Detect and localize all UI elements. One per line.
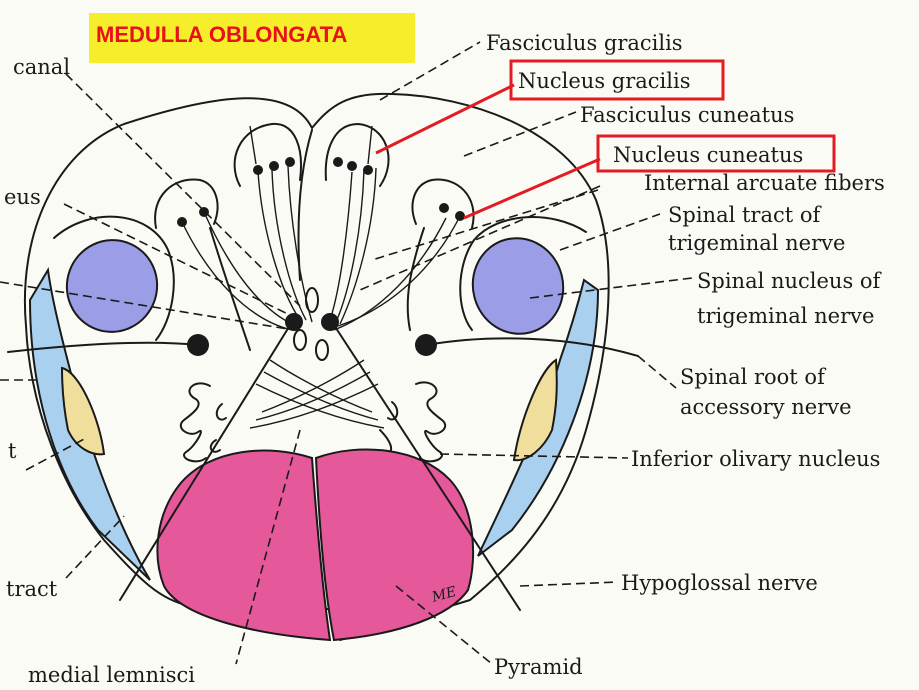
label-t: t [8,439,17,463]
leader-line [638,356,676,388]
leader-line [464,112,576,156]
pyramid-right [316,449,473,640]
nucleus-gracilis-dot [347,161,357,171]
reticular-oval [316,340,328,360]
gracilis-region-right [326,124,389,186]
cuneatus-curve-left [210,228,250,350]
leader-line [372,190,598,260]
trigeminal-nucleus-right [462,228,574,344]
nucleus-gracilis-pointer [376,85,514,153]
nucleus-cuneatus-dot [177,217,187,227]
label-hypoglossal-nerve: Hypoglossal nerve [621,571,818,595]
olivary-nucleus-right [416,382,445,461]
arcuate-fiber [258,172,300,320]
nucleus-gracilis-dot [363,165,373,175]
nucleus-gracilis-dot [253,165,263,175]
label-spinal-tract-line1: Spinal tract of [668,203,822,227]
nucleus-gracilis-dot [333,157,343,167]
leader-line [520,582,618,586]
olivary-nucleus-left-inner [211,404,226,452]
nucleus-cuneatus-pointer [464,159,600,218]
label-medial-lemnisci: medial lemnisci [28,663,195,687]
label-nucleus-gracilis: Nucleus gracilis [518,69,690,93]
leader-line [560,214,660,250]
label-inferior-olivary-nucleus: Inferior olivary nucleus [631,447,880,471]
trigeminal-nucleus-left [54,227,170,344]
gracilis-region-left [235,124,301,186]
diagram-title: MEDULLA OBLONGATA [96,22,347,47]
label-fasciculus-cuneatus: Fasciculus cuneatus [580,103,794,127]
label-internal-arcuate-fibers: Internal arcuate fibers [644,171,885,195]
nucleus-cuneatus-dot [199,207,209,217]
label-spinal-root-line1: Spinal root of [680,365,827,389]
cuneatus-curve-right [408,228,424,330]
olivary-nucleus-left [181,383,210,461]
label-spinal-nucleus-line2: trigeminal nerve [697,304,874,328]
label-tract: tract [6,577,58,601]
nucleus-gracilis-dot [269,161,279,171]
central-canal [306,288,318,312]
arcuate-fiber [250,126,256,164]
reticular-oval [294,330,306,350]
nucleus-cuneatus-dot [455,211,465,221]
label-spinal-root-line2: accessory nerve [680,395,852,419]
arcuate-fiber [330,172,352,320]
label-pyramid: Pyramid [494,655,583,679]
label-spinal-tract-line2: trigeminal nerve [668,231,845,255]
label-nucleus-cuneatus: Nucleus cuneatus [613,143,803,167]
label-canal: canal [13,55,70,79]
label-fasciculus-gracilis: Fasciculus gracilis [486,31,683,55]
label-spinal-nucleus-line1: Spinal nucleus of [697,269,883,293]
accessory-root-right [426,338,638,356]
nucleus-cuneatus-dot [439,203,449,213]
arcuate-fiber [368,126,372,164]
label-eus: eus [4,185,41,209]
nucleus-gracilis-dot [285,157,295,167]
arcuate-fiber [338,212,462,326]
pyramid-left [157,451,330,640]
